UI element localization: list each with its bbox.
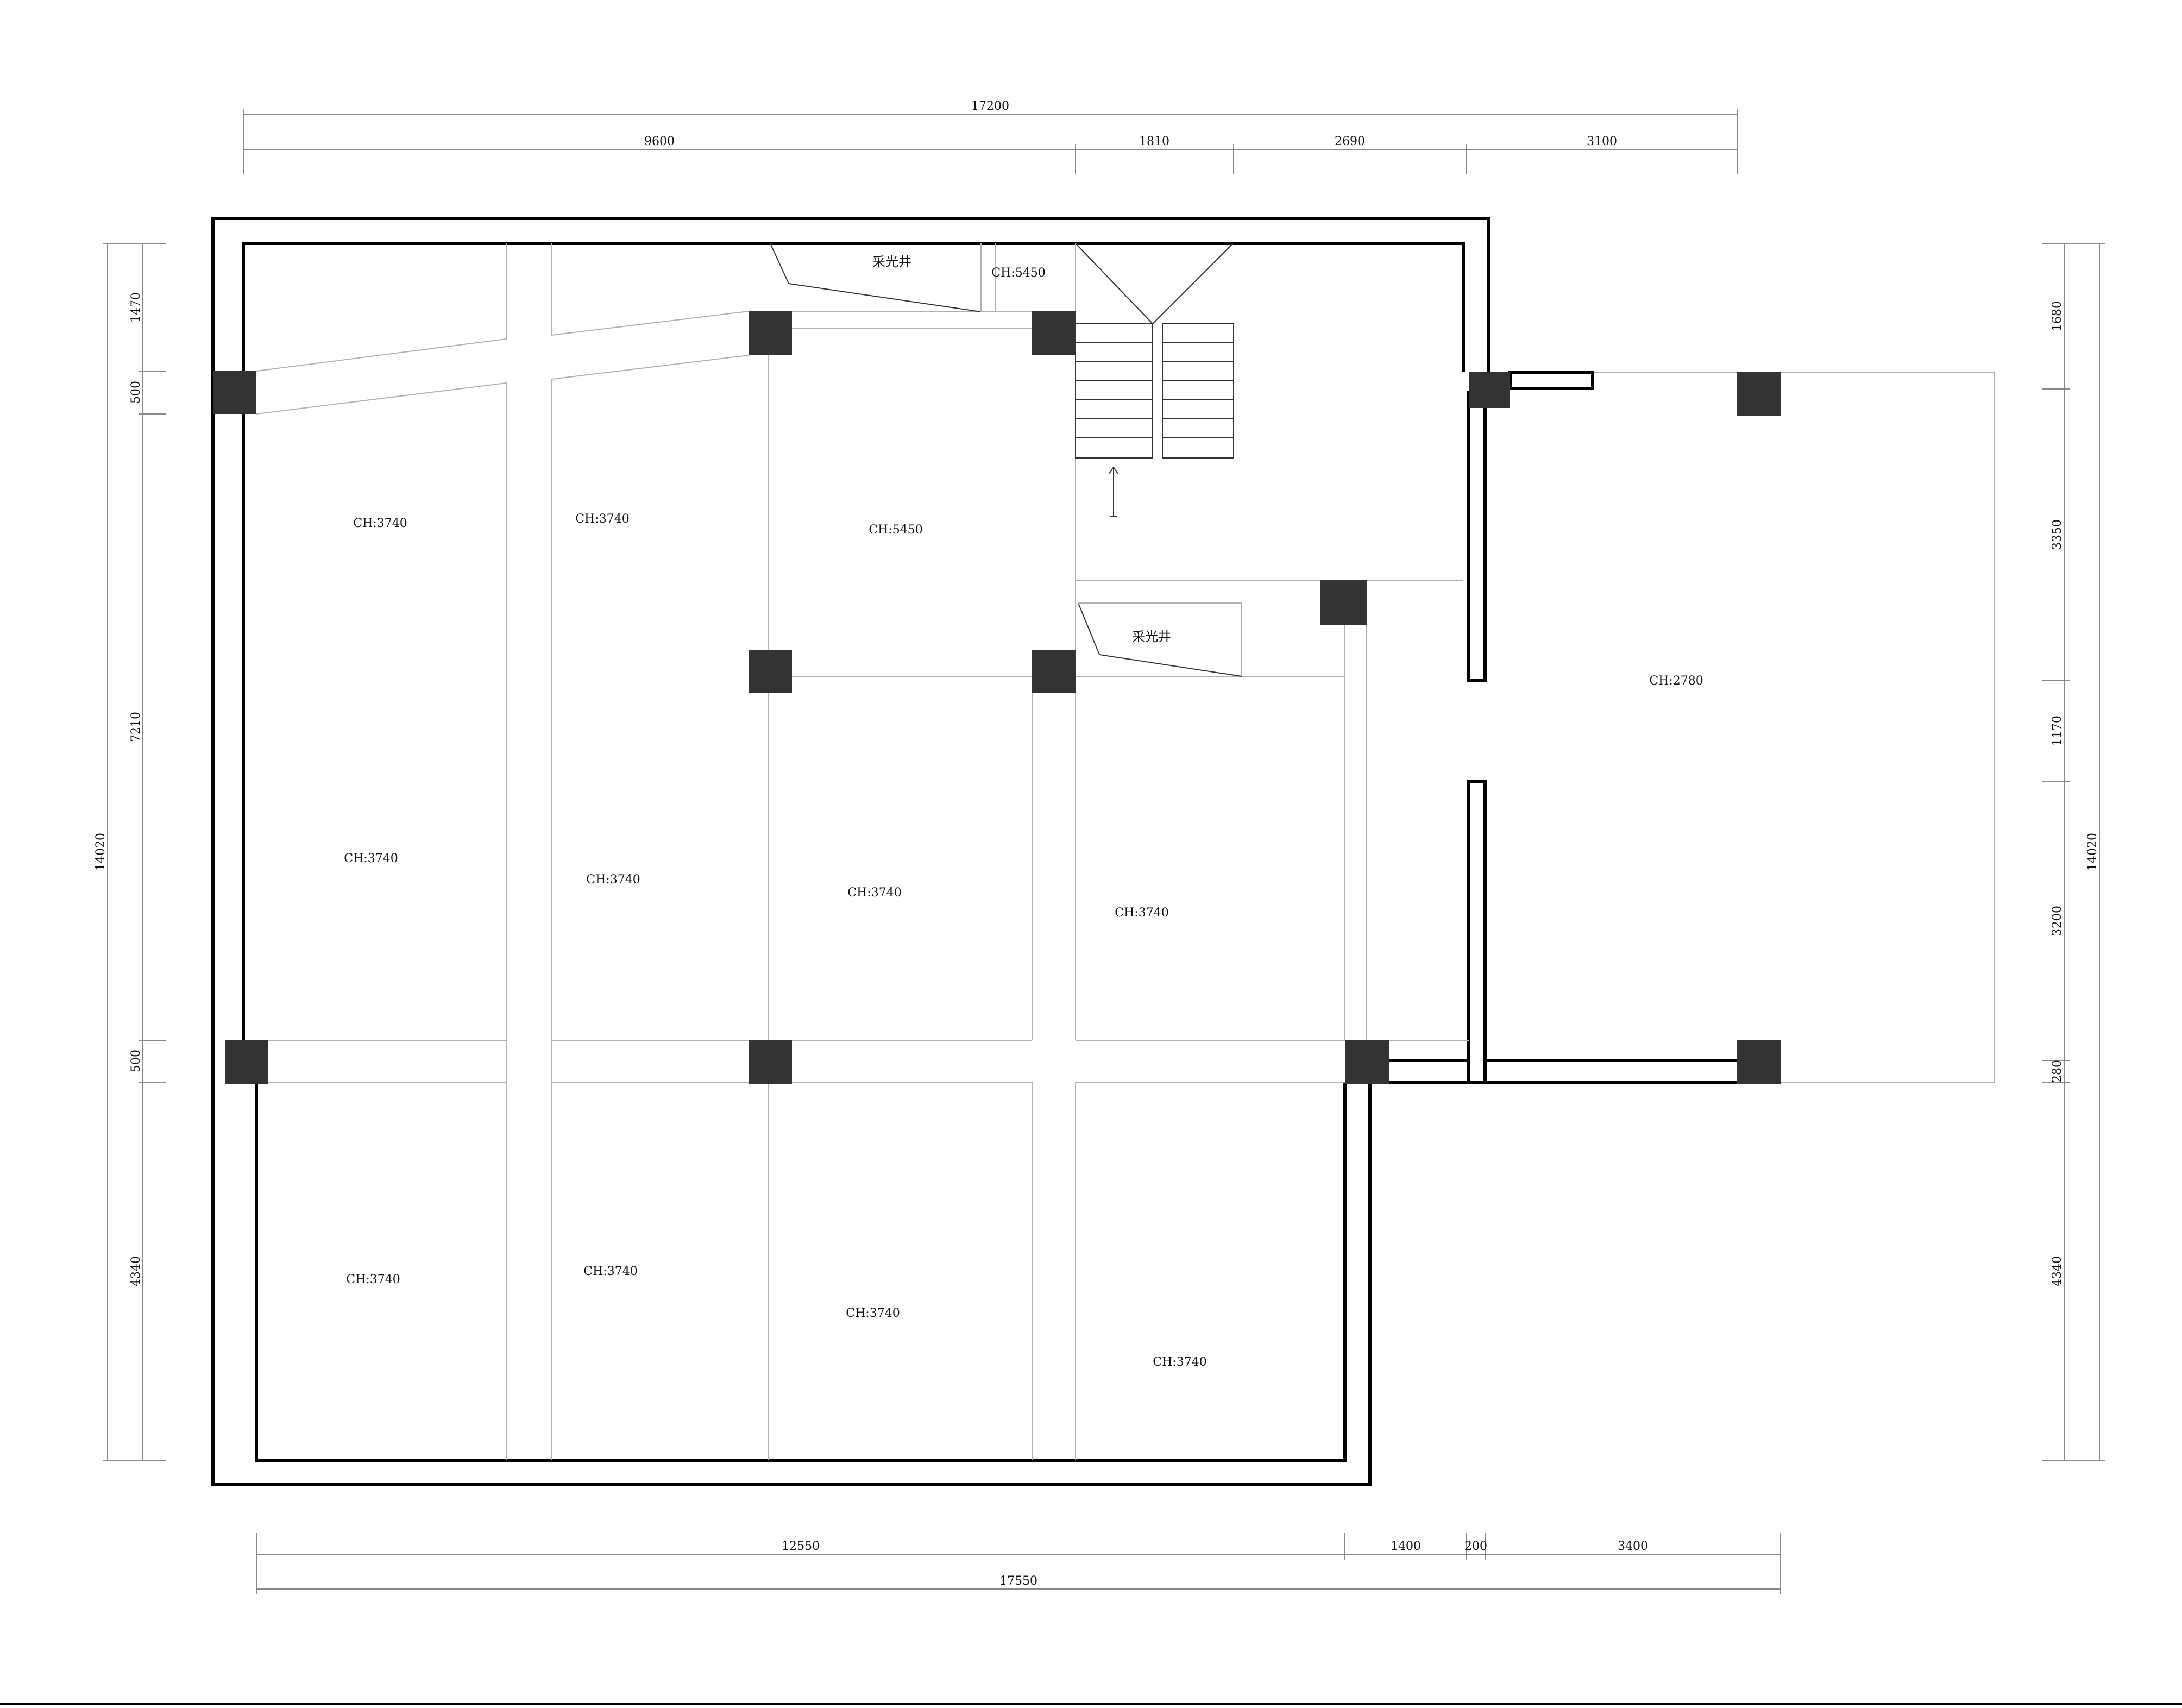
column [1737,372,1781,416]
dim-bottom: 200 [1464,1540,1487,1553]
exterior-walls [211,217,1737,1486]
interior-lines [256,243,1995,1460]
room-label: CH:3740 [586,873,640,887]
dim-bottom: 1400 [1391,1540,1421,1553]
staircase [1075,243,1234,517]
dim-right: 3350 [2051,519,2064,550]
dim-right: 280 [2051,1060,2064,1083]
lightwell-label: 采光井 [872,254,911,269]
dim-left: 1470 [129,292,143,323]
room-label: CH:5450 [991,266,1045,280]
room-label: CH:3740 [353,517,407,530]
dim-right: 1170 [2051,715,2064,746]
dim-left-total: 14020 [94,833,108,871]
dim-top: 3100 [1587,135,1617,148]
column [1032,311,1076,355]
dim-right: 3200 [2051,906,2064,936]
structural-columns [213,311,1781,1084]
column [225,1040,268,1084]
room-labels: CH:5450 CH:3740 CH:3740 CH:5450 CH:3740 … [344,254,1703,1369]
dim-right-total: 14020 [2086,833,2099,871]
lightwell-label: 采光井 [1132,629,1171,644]
column [749,311,792,355]
room-label: CH:3740 [583,1265,637,1278]
room-label: CH:3740 [847,886,901,900]
dim-right: 4340 [2051,1256,2064,1286]
column [1345,1040,1389,1084]
column [1032,650,1076,693]
dim-left: 7210 [129,712,143,742]
column [1469,372,1510,408]
room-label: CH:3740 [344,852,398,865]
dim-bottom: 3400 [1618,1540,1648,1553]
room-label: CH:3740 [846,1307,900,1320]
room-label: CH:5450 [869,523,922,537]
room-label: CH:3740 [575,512,629,526]
dim-left: 4340 [129,1256,143,1286]
column [749,1040,792,1084]
room-label: CH:3740 [346,1273,400,1286]
column [749,650,792,693]
column [1737,1040,1781,1084]
dimension-lines [103,109,2105,1594]
dim-bottom-total: 17550 [999,1574,1037,1588]
room-label: CH:2780 [1649,674,1703,688]
dimension-labels: 17200 9600 1810 2690 3100 12550 1400 200… [94,99,2099,1588]
dim-top: 9600 [644,135,675,148]
dim-bottom: 12550 [782,1540,820,1553]
dim-left: 500 [129,381,143,404]
dim-right: 1680 [2051,301,2064,331]
dim-top: 2690 [1335,135,1365,148]
room-label: CH:3740 [1115,906,1168,920]
room-label: CH:3740 [1153,1355,1206,1369]
column [213,371,256,414]
column [1320,580,1367,625]
dim-top: 1810 [1139,135,1169,148]
dim-top-total: 17200 [971,99,1009,113]
dim-left: 500 [129,1050,143,1072]
